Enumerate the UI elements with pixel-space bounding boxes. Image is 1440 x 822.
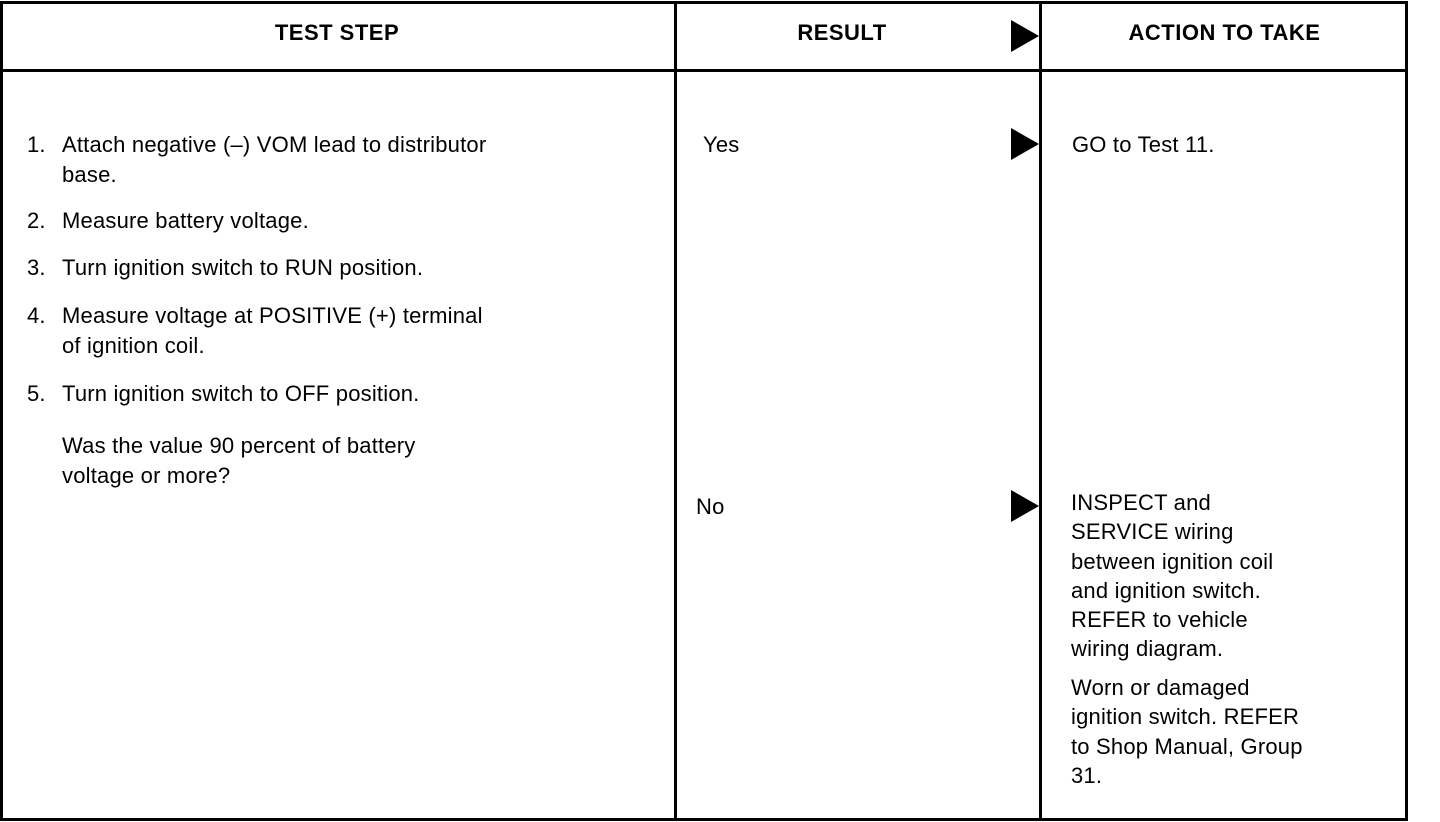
step-text: Turn ignition switch to RUN position. [62,255,424,280]
arrow-right-icon [1011,128,1039,160]
diagnostic-table [0,1,1408,821]
step-number: 4. [27,303,46,328]
result-yes: Yes [703,132,740,157]
step-number: 1. [27,132,46,157]
step-text: Attach negative (–) VOM lead to distribu… [62,132,487,187]
step-text: Turn ignition switch to OFF position. [62,381,420,406]
arrow-right-icon [1011,20,1039,52]
step-text: Measure battery voltage. [62,208,309,233]
step-text: Measure voltage at POSITIVE (+) terminal… [62,303,483,358]
action-no-switch: Worn or damaged ignition switch. REFER t… [1071,675,1303,788]
header-result: RESULT [797,20,887,45]
column-divider [1039,1,1042,818]
header-divider [0,69,1407,72]
header-action: ACTION TO TAKE [1128,20,1321,45]
action-yes: GO to Test 11. [1072,132,1215,157]
step-number: 5. [27,381,46,406]
step-number: 2. [27,208,46,233]
result-no: No [696,494,725,519]
step-number: 3. [27,255,46,280]
question-text: Was the value 90 percent of battery volt… [62,433,416,488]
column-divider [674,1,677,818]
action-no-inspect: INSPECT and SERVICE wiring between ignit… [1071,490,1274,662]
header-test-step: TEST STEP [274,20,400,45]
arrow-right-icon [1011,490,1039,522]
